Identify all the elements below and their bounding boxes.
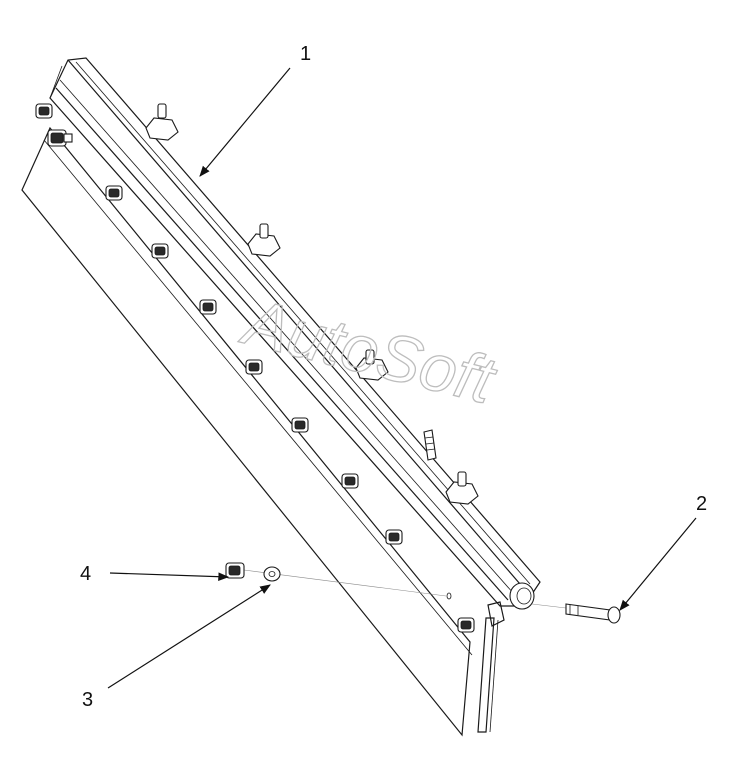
top-knob-4 [445, 471, 479, 505]
nut-5 [291, 417, 309, 433]
callout-3: 3 [82, 689, 93, 711]
blade-plate [21, 126, 473, 737]
nut-8 [457, 617, 475, 633]
nut-3 [199, 299, 217, 315]
watermark-text: AutoSoft [234, 283, 504, 418]
end-nut-2 [47, 129, 73, 147]
callout-1: 1 [300, 43, 311, 65]
leader-1 [199, 67, 291, 177]
nut-2 [151, 243, 169, 259]
top-knob-2 [247, 223, 281, 257]
nut-4 [245, 359, 263, 375]
nut-7 [385, 529, 403, 545]
callout-2: 2 [696, 493, 707, 515]
top-knob-3 [355, 349, 389, 381]
exploded-washer [263, 566, 281, 582]
hose-fitting [423, 429, 437, 461]
leader-4 [109, 572, 230, 581]
callout-4: 4 [80, 563, 91, 585]
nut-1 [105, 185, 123, 201]
nut-row [105, 185, 475, 633]
exploded-bolt [565, 603, 621, 624]
top-knob-1 [145, 103, 179, 141]
end-knob [509, 582, 535, 610]
leader-2 [619, 517, 697, 611]
squeegee-bar-housing [49, 57, 541, 607]
nut-6 [341, 473, 359, 489]
leader-3 [107, 584, 271, 689]
end-nut-1 [35, 103, 53, 119]
end-bracket [477, 601, 505, 733]
exploded-nut [225, 562, 245, 579]
